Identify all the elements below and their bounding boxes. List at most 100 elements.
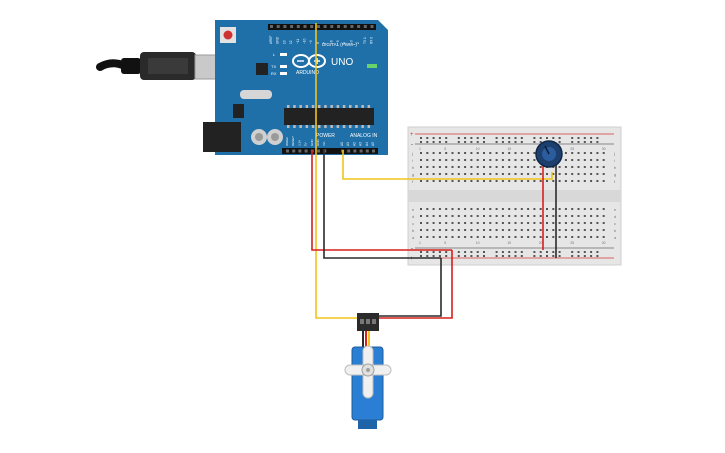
analog-pin[interactable] — [359, 149, 363, 153]
analog-pin[interactable] — [365, 149, 369, 153]
digital-pin[interactable] — [323, 25, 327, 28]
row-letter: f — [412, 179, 414, 184]
digital-pin-label: 2 — [356, 42, 360, 44]
rail-minus-bottom: - — [411, 246, 413, 252]
digital-pin-label: RX 0 — [370, 37, 374, 44]
column-number: 10 — [476, 147, 480, 151]
row-letter: a — [614, 235, 617, 240]
power-pin-label: RESET — [291, 136, 295, 146]
row-letter: a — [412, 235, 415, 240]
digital-pin-label: ~6 — [329, 40, 333, 44]
digital-pin[interactable] — [270, 25, 273, 28]
on-led — [367, 64, 377, 68]
led-label-l: L — [273, 52, 276, 57]
servo-horn — [344, 345, 392, 399]
digital-pin-label: ~3 — [349, 40, 353, 44]
breadboard[interactable]: jjiihhggffeeddccbbaa11551010151520202525… — [407, 126, 622, 266]
digital-pin[interactable] — [357, 25, 361, 28]
digital-pin-label: ~9 — [309, 40, 313, 44]
analog-pin[interactable] — [372, 149, 375, 153]
row-letter: h — [614, 165, 616, 170]
usb-cable[interactable] — [96, 52, 232, 80]
servo-power-wire — [378, 250, 453, 319]
power-jack — [203, 122, 241, 152]
row-letter: j — [613, 151, 615, 156]
digital-pin[interactable] — [290, 25, 294, 28]
row-letter: d — [614, 214, 616, 219]
row-letter: h — [412, 165, 414, 170]
power-pin[interactable] — [292, 149, 296, 153]
analog-pin-label: A4 — [365, 142, 369, 146]
row-letter: i — [412, 158, 413, 163]
row-letter: c — [412, 221, 414, 226]
breadboard-holes: jjiihhggffeeddccbbaa11551010151520202525… — [411, 137, 617, 257]
digital-pin-label: 7 — [323, 42, 327, 44]
row-letter: b — [614, 228, 617, 233]
analog-pin-label: A3 — [359, 142, 363, 146]
digital-pin-label: ~11 — [296, 39, 300, 44]
rail-minus-top: - — [411, 142, 413, 148]
power-pin-label: GND — [316, 139, 320, 147]
power-pin[interactable] — [304, 149, 308, 153]
digital-pin[interactable] — [337, 25, 340, 28]
digital-pin[interactable] — [316, 25, 320, 28]
row-letter: d — [412, 214, 414, 219]
digital-pin[interactable] — [296, 25, 300, 28]
power-pin[interactable] — [286, 149, 289, 153]
digital-pin-label: GND — [276, 36, 280, 44]
row-letter: j — [411, 151, 413, 156]
rail-plus-bottom: + — [410, 256, 414, 262]
board-brand-text: UNO — [331, 57, 353, 68]
analog-header-label: ANALOG IN — [350, 133, 378, 139]
digital-pin[interactable] — [303, 25, 307, 28]
power-pin[interactable] — [298, 149, 302, 153]
atmega-chip — [284, 108, 374, 125]
power-pin-label: 5V — [304, 142, 308, 146]
led-label-tx: TX — [271, 64, 276, 69]
power-pin[interactable] — [317, 149, 320, 153]
potentiometer[interactable] — [535, 140, 563, 168]
column-number: 30 — [602, 241, 606, 245]
column-number: 1 — [419, 147, 421, 151]
digital-header-label: DIGITAL (PWM~) — [322, 42, 357, 47]
column-number: 15 — [507, 241, 511, 245]
digital-pin-label: 8 — [316, 42, 320, 44]
digital-pin-label: TX 1 — [363, 37, 367, 44]
digital-pin[interactable] — [330, 25, 334, 28]
analog-pin-label: A1 — [346, 142, 350, 146]
row-letter: e — [614, 207, 617, 212]
column-number: 25 — [570, 241, 574, 245]
crystal — [240, 90, 272, 99]
servo-ground-wire — [376, 258, 442, 317]
power-pin-label: 3.3V — [297, 140, 301, 146]
column-number: 1 — [419, 241, 421, 245]
digital-pin[interactable] — [310, 25, 314, 28]
arduino-logo — [292, 54, 326, 68]
analog-pin[interactable] — [347, 149, 351, 153]
power-header-label: POWER — [316, 133, 335, 139]
digital-pin-label: ~10 — [303, 38, 307, 44]
digital-pin[interactable] — [276, 25, 280, 28]
digital-pin[interactable] — [283, 25, 287, 28]
signal-wire-pin9 — [315, 23, 358, 319]
digital-pin[interactable] — [363, 25, 367, 28]
row-letter: g — [412, 172, 414, 177]
wires — [311, 23, 557, 348]
digital-pin-label: 13 — [282, 40, 286, 44]
power-pin-label: IOREF — [285, 137, 289, 146]
digital-pin[interactable] — [350, 25, 354, 28]
row-letter: b — [412, 228, 415, 233]
analog-pin-label: A5 — [371, 142, 375, 146]
servo-motor[interactable] — [344, 313, 392, 429]
digital-pin[interactable] — [370, 25, 374, 28]
row-letter: c — [614, 221, 616, 226]
digital-pin[interactable] — [343, 25, 347, 28]
row-letter: f — [614, 179, 616, 184]
digital-pin-label: ~5 — [336, 40, 340, 44]
column-number: 15 — [507, 147, 511, 151]
analog-pin[interactable] — [353, 149, 357, 153]
column-number: 20 — [539, 241, 543, 245]
digital-pin-label: 12 — [289, 40, 293, 44]
